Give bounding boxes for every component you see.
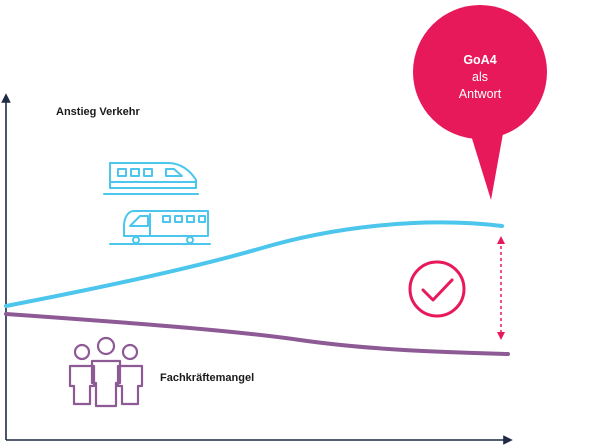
bubble-text: GoA4 als Antwort	[414, 52, 546, 103]
traffic-label: Anstieg Verkehr	[56, 106, 140, 118]
bubble-line-2: als	[472, 70, 488, 84]
speech-bubble	[413, 5, 547, 200]
people-icon	[68, 336, 144, 408]
train-icon	[103, 162, 211, 245]
traffic-curve	[4, 220, 504, 308]
shortage-curve	[4, 312, 510, 356]
axes	[1, 93, 513, 445]
bubble-line-3: Antwort	[458, 87, 502, 101]
shortage-label: Fachkräftemangel	[160, 372, 255, 384]
check-circle-icon	[408, 260, 466, 318]
double-arrow-icon	[497, 236, 505, 340]
bubble-title: GoA4	[463, 53, 497, 67]
